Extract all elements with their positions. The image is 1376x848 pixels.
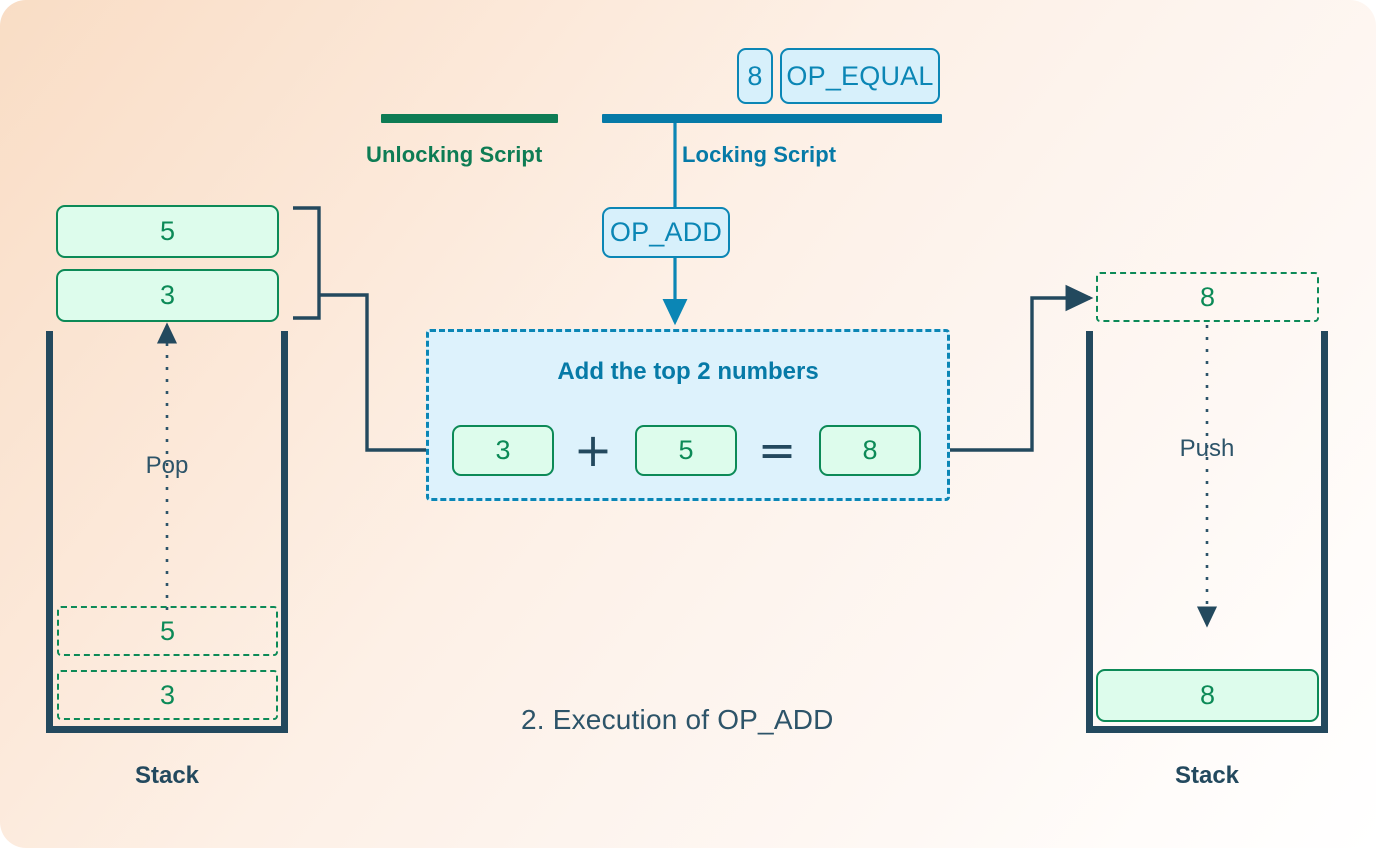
left-pop-bracket: [293, 206, 321, 320]
locking-script-label: Locking Script: [682, 142, 837, 167]
operation-equals-sign: =: [757, 423, 797, 477]
operation-panel-title: Add the top 2 numbers: [557, 358, 819, 385]
panel-to-right-stack-connector: [950, 284, 1094, 452]
locking-script-item-0[interactable]: 8: [737, 48, 773, 104]
left-stack-caption: Stack: [134, 762, 200, 789]
left-stack-container: [46, 331, 288, 733]
operation-operand-b: 5: [635, 425, 737, 476]
locking-script-item-1[interactable]: OP_EQUAL: [780, 48, 940, 104]
left-stack-to-panel-connector: [319, 293, 426, 452]
unlocking-script-bar: [381, 114, 558, 123]
unlocking-script-label: Unlocking Script: [366, 142, 543, 167]
right-stack-action-label: Push: [1179, 435, 1235, 462]
executing-opcode-op-add[interactable]: OP_ADD: [602, 207, 730, 258]
operation-operand-a: 3: [452, 425, 554, 476]
right-stack-incoming-item: 8: [1096, 272, 1319, 322]
left-stack-ghost-item-1: 3: [57, 670, 278, 720]
right-stack-item-0[interactable]: 8: [1096, 669, 1319, 722]
operation-plus-sign: +: [573, 423, 613, 477]
right-stack-container: [1086, 331, 1328, 733]
locking-script-bar: [602, 114, 942, 123]
right-stack-caption: Stack: [1174, 762, 1240, 789]
diagram-caption: 2. Execution of OP_ADD: [521, 704, 834, 735]
left-stack-popped-item-1[interactable]: 3: [56, 269, 279, 322]
left-stack-popped-item-0[interactable]: 5: [56, 205, 279, 258]
operation-result: 8: [819, 425, 921, 476]
left-stack-action-label: Pop: [145, 452, 189, 479]
left-stack-ghost-item-0: 5: [57, 606, 278, 656]
